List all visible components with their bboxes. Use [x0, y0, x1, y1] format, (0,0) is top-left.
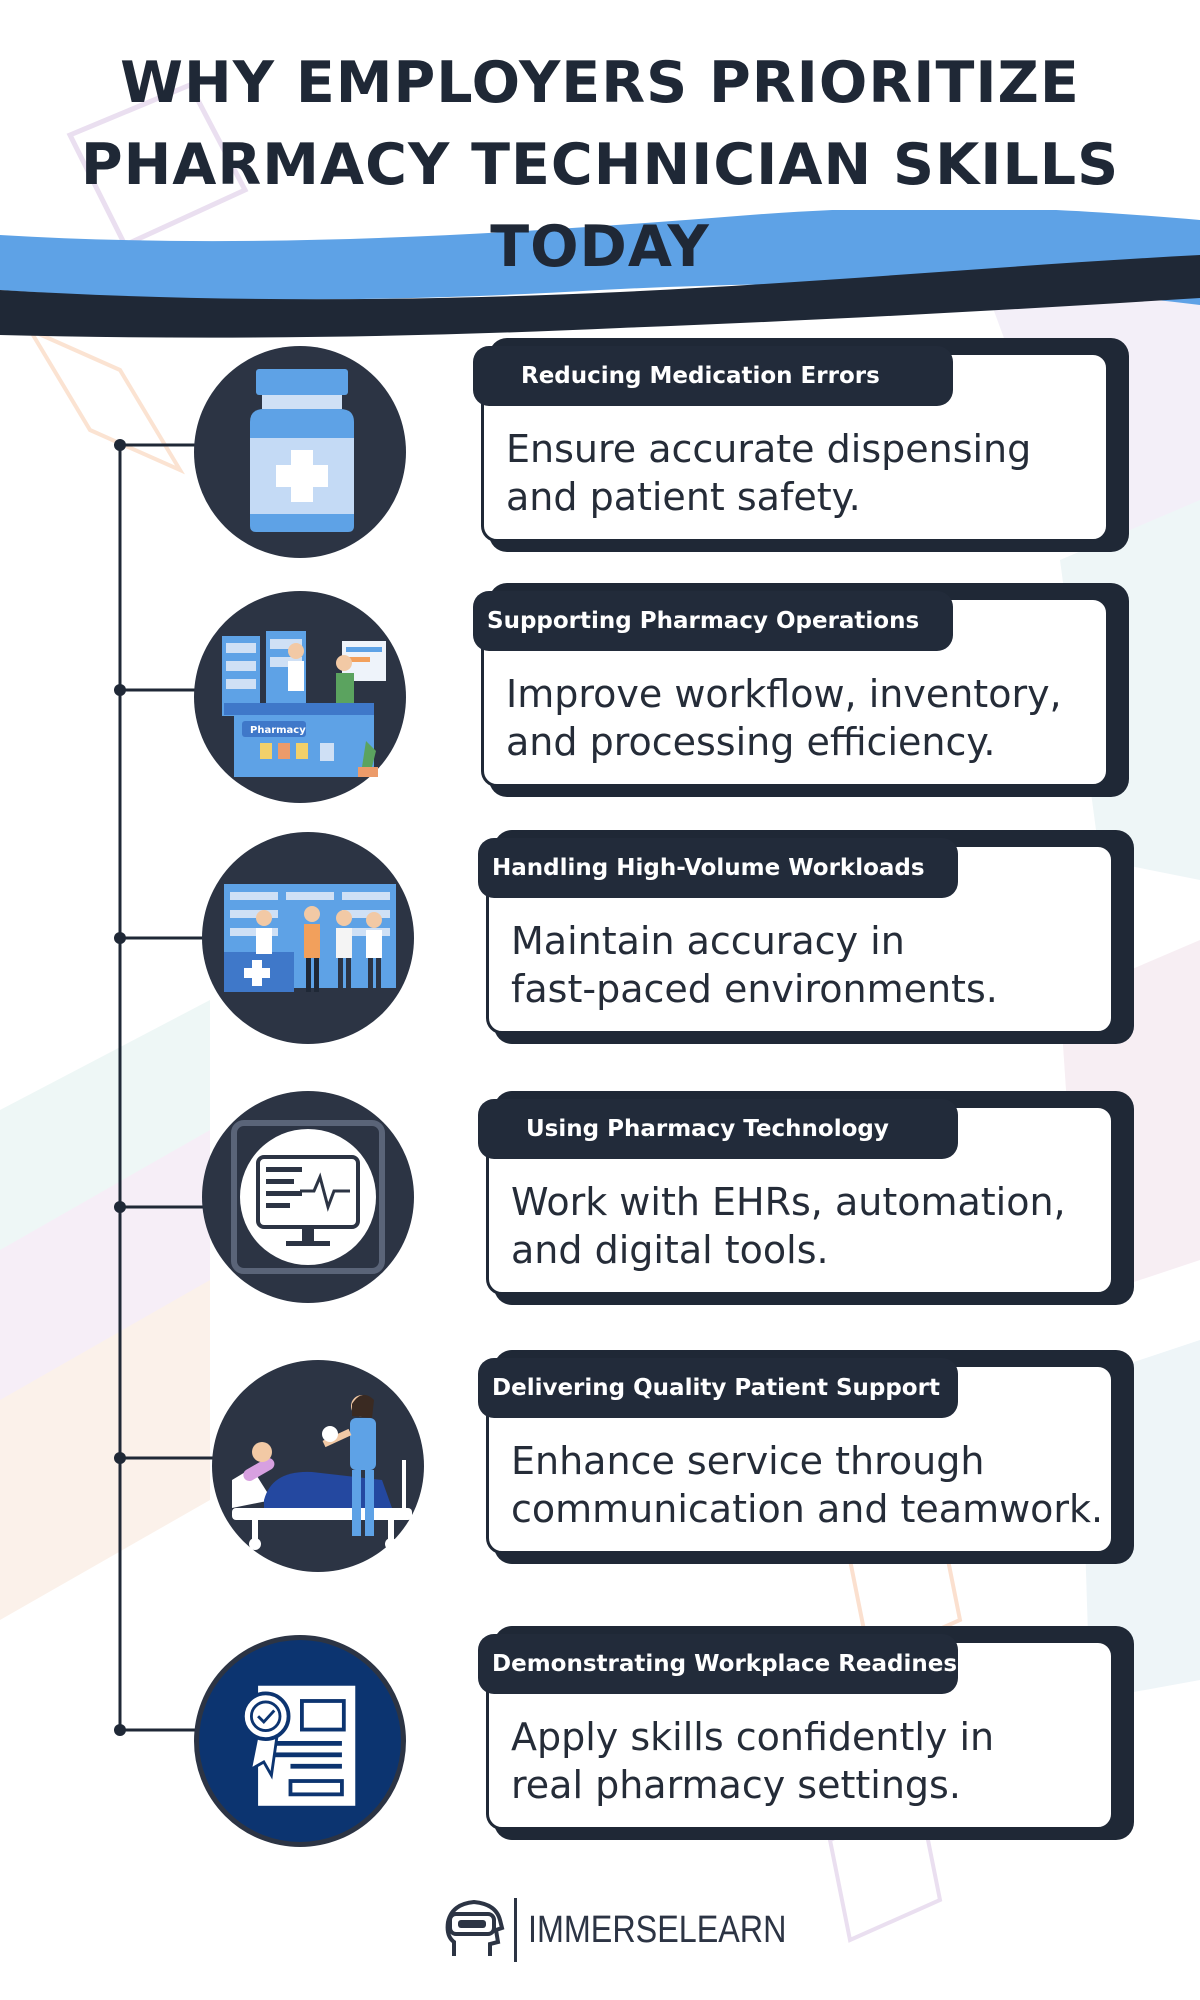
item-4-description-line-2: and digital tools. — [511, 1228, 829, 1272]
item-2-description-line-1: Improve workflow, inventory, — [506, 672, 1062, 716]
item-3-icon-circle — [202, 832, 414, 1044]
item-6-description-line-1: Apply skills confidently in — [511, 1715, 995, 1759]
brand-name: IMMERSELEARN — [528, 1909, 787, 1951]
item-2-description: Improve workflow, inventory, and process… — [506, 670, 1106, 766]
brand-logo: IMMERSELEARN — [440, 1890, 786, 1970]
pharmacy-sign-text: Pharmacy — [250, 725, 306, 736]
item-5-icon-circle — [212, 1360, 424, 1572]
title-line-1: WHY EMPLOYERS PRIORITIZE — [120, 50, 1080, 116]
item-5-card: Enhance service through communication an… — [478, 1350, 1134, 1564]
title-line-2: PHARMACY TECHNICIAN SKILLS TODAY — [80, 132, 1120, 280]
item-2-description-line-2: and processing efficiency. — [506, 720, 996, 764]
item-1-heading: Reducing Medication Errors — [473, 346, 953, 406]
item-6-description-line-2: real pharmacy settings. — [511, 1763, 961, 1807]
item-6-card: Apply skills confidently in real pharmac… — [478, 1626, 1134, 1840]
item-3-description-line-1: Maintain accuracy in — [511, 919, 905, 963]
item-2-card: Improve workflow, inventory, and process… — [473, 583, 1129, 797]
monitor-heartbeat-icon — [231, 1120, 385, 1274]
medicine-bottle-icon — [250, 369, 354, 532]
item-6-icon-circle — [194, 1635, 406, 1847]
item-6-heading: Demonstrating Workplace Readiness — [478, 1634, 971, 1694]
item-4-description-line-1: Work with EHRs, automation, — [511, 1180, 1066, 1224]
item-5-description: Enhance service through communication an… — [511, 1437, 1111, 1533]
logo-divider — [514, 1898, 517, 1962]
item-4-card: Work with EHRs, automation, and digital … — [478, 1091, 1134, 1305]
item-5-heading: Delivering Quality Patient Support — [478, 1358, 958, 1418]
item-1-description: Ensure accurate dispensing and patient s… — [506, 425, 1106, 521]
item-4-heading: Using Pharmacy Technology — [478, 1099, 958, 1159]
pharmacy-counter-icon: Pharmacy — [222, 631, 386, 777]
item-4-description: Work with EHRs, automation, and digital … — [511, 1178, 1111, 1274]
page-title: WHY EMPLOYERS PRIORITIZE PHARMACY TECHNI… — [0, 42, 1200, 288]
item-5-description-line-2: communication and teamwork. — [511, 1487, 1104, 1531]
header-wave-divider — [0, 210, 1200, 338]
item-5-description-line-1: Enhance service through — [511, 1439, 985, 1483]
item-6-description: Apply skills confidently in real pharmac… — [511, 1713, 1111, 1809]
item-2-heading: Supporting Pharmacy Operations — [473, 591, 953, 651]
item-3-description-line-2: fast-paced environments. — [511, 967, 998, 1011]
patient-care-icon — [232, 1394, 412, 1550]
certificate-icon — [240, 1681, 360, 1810]
item-3-heading: Handling High-Volume Workloads — [478, 838, 958, 898]
item-1-icon-circle — [194, 346, 406, 558]
item-1-card: Ensure accurate dispensing and patient s… — [473, 338, 1129, 552]
item-3-card: Maintain accuracy in fast-paced environm… — [478, 830, 1134, 1044]
item-1-description-line-1: Ensure accurate dispensing — [506, 427, 1032, 471]
item-3-description: Maintain accuracy in fast-paced environm… — [511, 917, 1111, 1013]
item-4-icon-circle — [202, 1091, 414, 1303]
busy-pharmacy-icon — [224, 884, 396, 992]
item-2-icon-circle: Pharmacy — [194, 591, 406, 803]
vr-headset-head-icon — [445, 1899, 505, 1956]
item-1-description-line-2: and patient safety. — [506, 475, 861, 519]
